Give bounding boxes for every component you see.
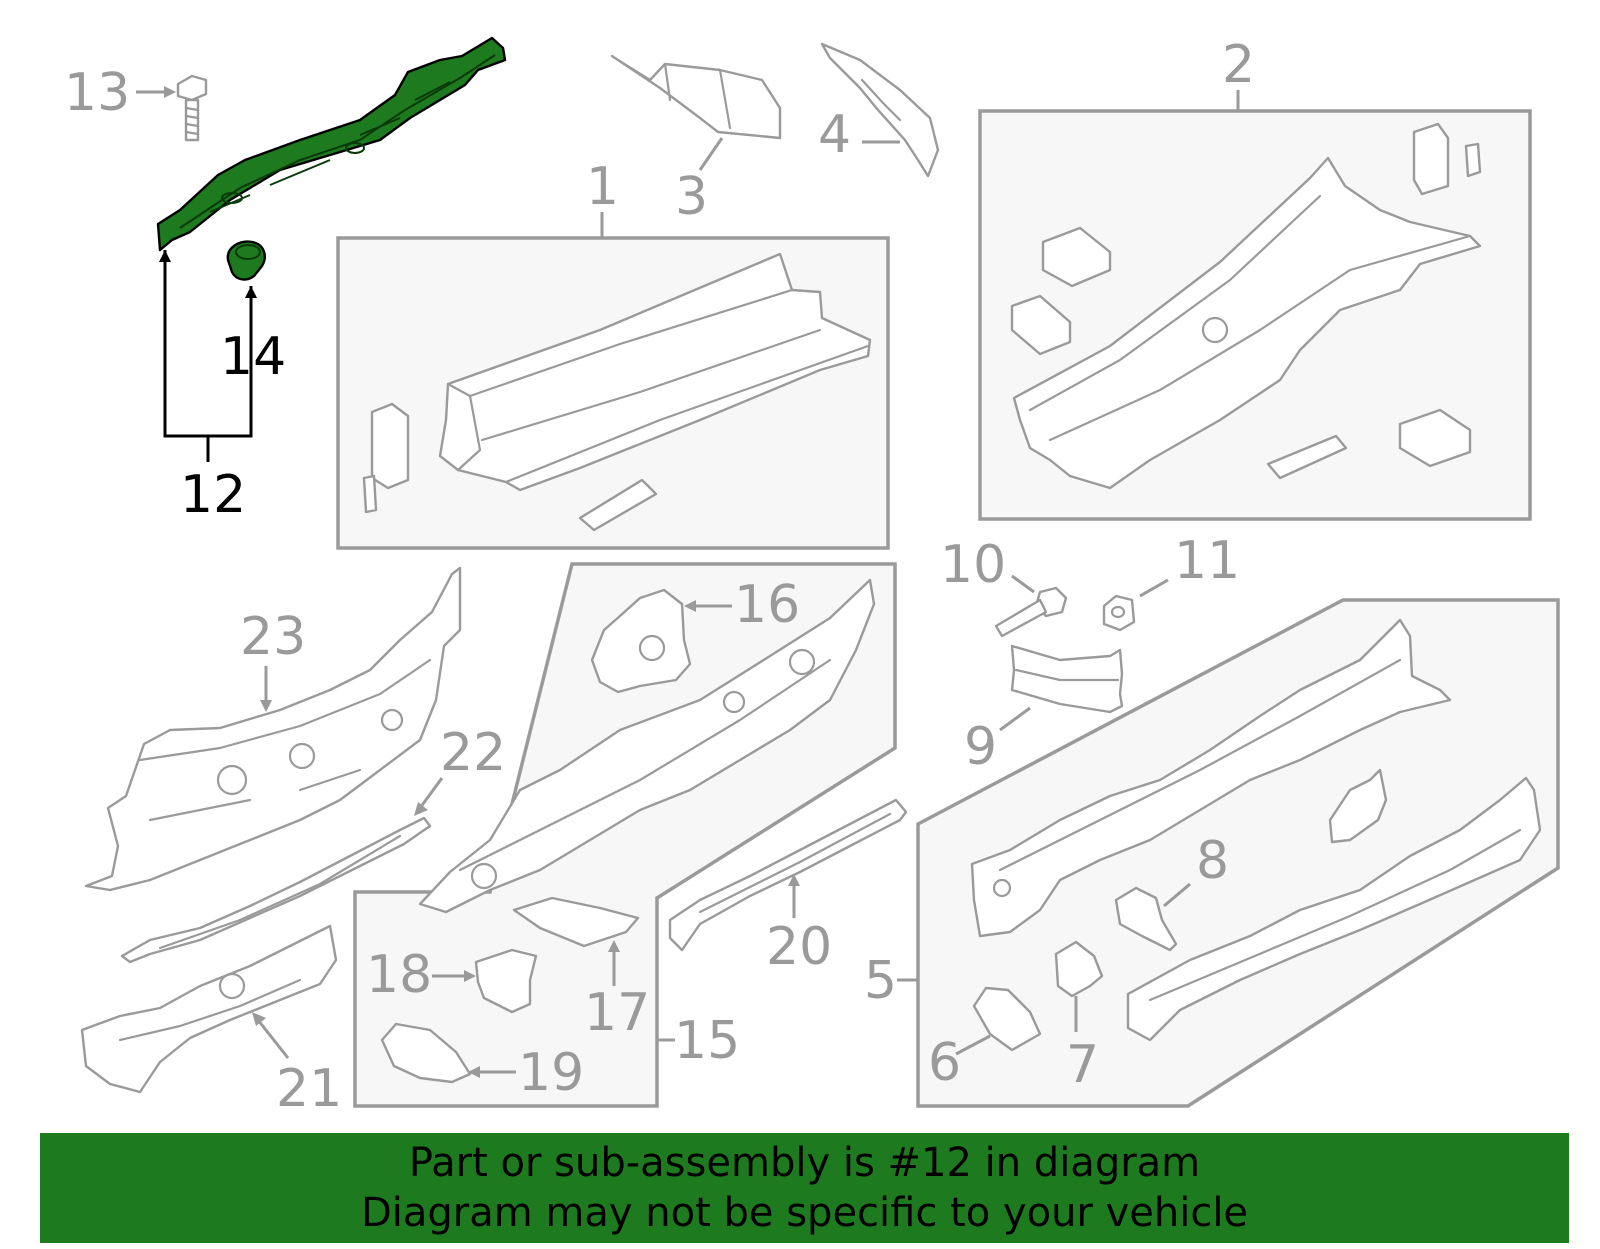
part-23-dash-panel[interactable] [84, 566, 462, 892]
callout-8: 8 [1196, 831, 1229, 891]
part-12-cowl-reinforcement[interactable] [156, 36, 507, 252]
banner-line-1: Part or sub-assembly is #12 in diagram [408, 1140, 1201, 1186]
leader-18-arrowhead [464, 970, 476, 982]
callout-5: 5 [864, 951, 897, 1011]
callout-6: 6 [928, 1033, 961, 1093]
part-13-bolt[interactable] [176, 74, 208, 142]
callout-13: 13 [64, 63, 130, 123]
leader-14-arrowhead [245, 286, 257, 298]
callout-17: 17 [584, 983, 650, 1043]
callout-21: 21 [276, 1059, 342, 1119]
leader-22-arrowhead [414, 802, 428, 816]
leader-22 [418, 777, 444, 809]
callout-16: 16 [734, 575, 800, 635]
callout-7: 7 [1066, 1035, 1099, 1095]
part-info-banner: Part or sub-assembly is #12 in diagram D… [40, 1133, 1569, 1243]
part-3-panel[interactable] [610, 54, 782, 140]
part-20-bar[interactable] [668, 798, 908, 952]
leader-17-arrowhead [608, 940, 620, 952]
callout-9: 9 [964, 717, 997, 777]
part-2-cowl-top[interactable] [1010, 122, 1482, 490]
callout-18: 18 [366, 945, 432, 1005]
callout-4: 4 [818, 105, 851, 165]
leader-20-arrowhead [788, 874, 800, 886]
part-5-cowl-assembly[interactable] [970, 618, 1542, 1052]
leader-11 [1139, 578, 1169, 598]
leader-10 [1011, 574, 1035, 594]
callout-19: 19 [518, 1043, 584, 1103]
leader-8 [1163, 882, 1191, 908]
leader-3 [698, 137, 724, 171]
part-4-bracket[interactable] [820, 42, 940, 178]
part-18-bracket[interactable] [474, 948, 538, 1014]
callout-20: 20 [766, 917, 832, 977]
part-1-cowl-panel[interactable] [362, 252, 872, 532]
leader-12-bracket [163, 250, 253, 462]
leader-21-arrowhead [252, 1012, 266, 1026]
part-19-insulator[interactable] [380, 1022, 472, 1084]
part-21-insulator[interactable] [80, 924, 338, 1094]
callout-23: 23 [240, 607, 306, 667]
part-17-panel[interactable] [512, 896, 640, 948]
leader-23-arrowhead [260, 700, 272, 712]
leader-21 [256, 1019, 290, 1059]
callout-22: 22 [440, 723, 506, 783]
leader-16-arrowhead [684, 600, 696, 612]
callout-12: 12 [180, 465, 246, 525]
leader-6 [955, 1034, 991, 1056]
callout-2: 2 [1222, 35, 1255, 95]
callout-11: 11 [1174, 531, 1240, 591]
leader-12-arrowhead [159, 250, 171, 262]
callout-14: 14 [220, 327, 286, 387]
part-16-bracket[interactable] [590, 588, 692, 694]
leader-9 [999, 706, 1031, 732]
part-11-nut[interactable] [1102, 594, 1136, 632]
part-10-bolt[interactable] [994, 586, 1068, 638]
callout-1: 1 [586, 157, 619, 217]
banner-line-2: Diagram may not be specific to your vehi… [360, 1190, 1249, 1236]
part-22-crossmember[interactable] [120, 816, 432, 964]
callout-10: 10 [940, 535, 1006, 595]
callout-3: 3 [675, 167, 708, 227]
part-9-bracket[interactable] [1010, 644, 1124, 714]
part-15-dash-panel[interactable] [418, 578, 876, 914]
leader-19-arrowhead [468, 1066, 480, 1078]
leader-13-arrowhead [164, 86, 176, 98]
part-14-grommet[interactable] [226, 240, 266, 281]
callout-15: 15 [674, 1011, 740, 1071]
